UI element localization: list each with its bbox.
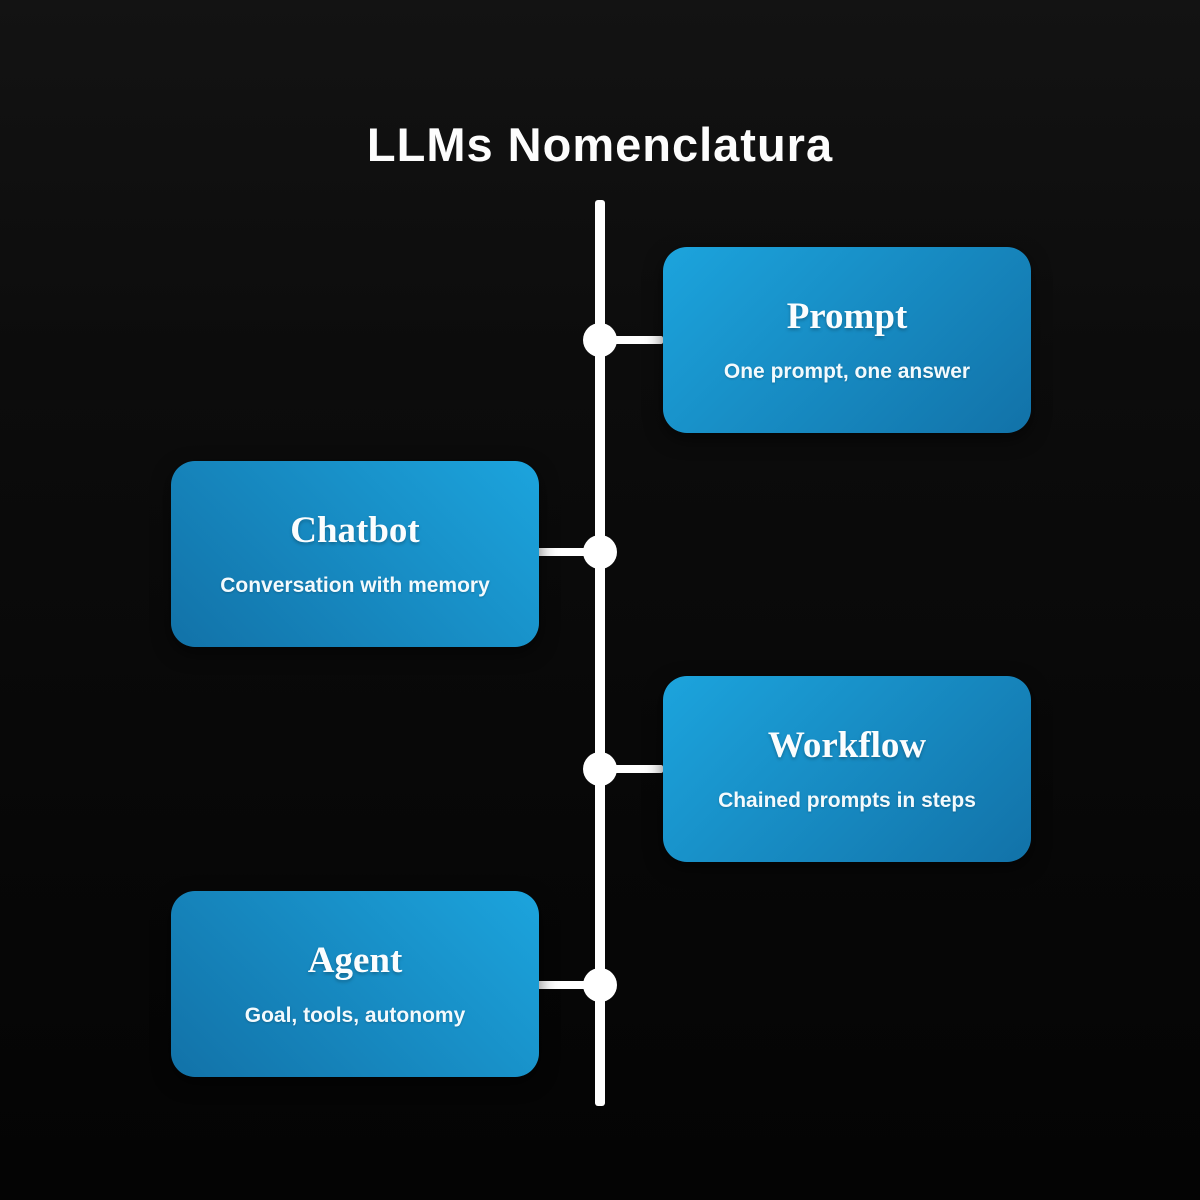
card-workflow: Workflow Chained prompts in steps	[663, 676, 1031, 862]
page-title: LLMs Nomenclatura	[366, 118, 834, 172]
card-workflow-subtitle: Chained prompts in steps	[718, 789, 976, 812]
connector-line-workflow	[600, 765, 663, 773]
connector-line-chatbot	[537, 548, 600, 556]
card-agent: Agent Goal, tools, autonomy	[171, 891, 539, 1077]
card-agent-title: Agent	[307, 940, 403, 981]
timeline-node-dot-workflow	[583, 752, 617, 786]
timeline-node-dot-agent	[583, 968, 617, 1002]
connector-line-agent	[537, 981, 600, 989]
timeline-node-dot-prompt	[583, 323, 617, 357]
timeline-vertical-line	[595, 200, 605, 1106]
card-chatbot-subtitle: Conversation with memory	[220, 574, 490, 597]
card-chatbot: Chatbot Conversation with memory	[171, 461, 539, 647]
card-chatbot-title: Chatbot	[290, 510, 420, 551]
card-workflow-title: Workflow	[767, 725, 927, 766]
card-prompt-title: Prompt	[786, 296, 908, 337]
card-prompt: Prompt One prompt, one answer	[663, 247, 1031, 433]
card-agent-subtitle: Goal, tools, autonomy	[244, 1004, 466, 1027]
connector-line-prompt	[600, 336, 663, 344]
timeline-node-dot-chatbot	[583, 535, 617, 569]
card-prompt-subtitle: One prompt, one answer	[723, 360, 971, 383]
